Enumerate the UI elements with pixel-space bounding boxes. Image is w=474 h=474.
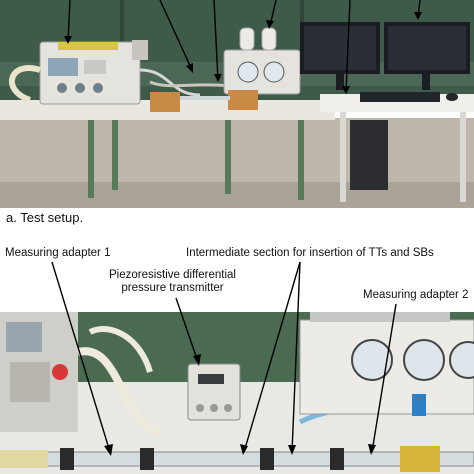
measuring-adapter-2-label: Measuring adapter 2 bbox=[363, 289, 469, 301]
measuring-adapter-1-label: Measuring adapter 1 bbox=[5, 247, 111, 259]
test-setup-photo bbox=[0, 0, 474, 208]
panel-a-caption: a. Test setup. bbox=[6, 210, 84, 225]
pressure-transmitter-label-line1: Piezoresistive differential bbox=[109, 269, 236, 281]
measuring-section-photo bbox=[0, 312, 474, 474]
pressure-transmitter-label-line2: pressure transmitter bbox=[121, 282, 224, 294]
intermediate-section-label: Intermediate section for insertion of TT… bbox=[186, 247, 434, 259]
pressure-transmitter-label: Piezoresistive differential pressure tra… bbox=[109, 269, 236, 295]
